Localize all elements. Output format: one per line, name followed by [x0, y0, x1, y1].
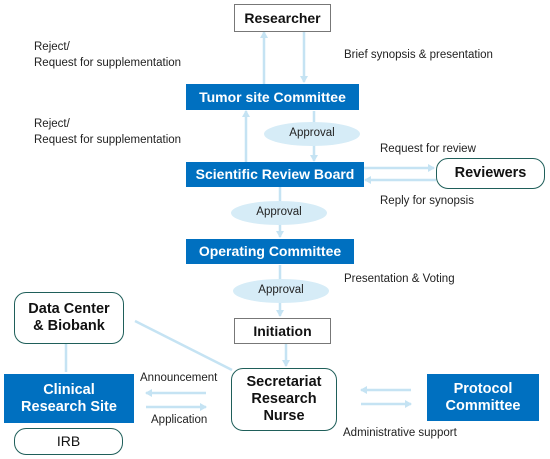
- protocol-line2: Committee: [445, 397, 521, 414]
- approval-oval-1: Approval: [264, 122, 360, 146]
- scientific-review-board-node: Scientific Review Board: [186, 162, 364, 187]
- clinical-line1: Clinical: [43, 381, 95, 398]
- approval-label-2: Approval: [256, 206, 302, 219]
- reject-label-2-line2: Request for supplementation: [34, 133, 182, 146]
- protocol-committee-node: Protocol Committee: [427, 374, 539, 421]
- protocol-line1: Protocol: [453, 380, 513, 397]
- reject-label-2: Reject/ Request for supplementation: [34, 117, 181, 148]
- initiation-label: Initiation: [253, 322, 312, 339]
- operating-committee-label: Operating Committee: [198, 243, 342, 260]
- reviewers-node: Reviewers: [436, 158, 545, 189]
- data-center-biobank-node: Data Center & Biobank: [14, 292, 124, 344]
- initiation-node: Initiation: [234, 318, 331, 344]
- researcher-node: Researcher: [234, 4, 331, 32]
- secretariat-line1: Secretariat: [246, 374, 322, 391]
- reject-label-1-line1: Reject/: [34, 41, 70, 53]
- presentation-voting-label: Presentation & Voting: [344, 273, 455, 285]
- data-center-line1: Data Center: [28, 301, 110, 318]
- reject-label-1-line2: Request for supplementation: [34, 56, 182, 69]
- clinical-line2: Research Site: [21, 398, 117, 415]
- secretariat-line2: Research: [251, 391, 317, 408]
- reviewers-label: Reviewers: [454, 165, 527, 182]
- secretariat-line3: Nurse: [263, 407, 305, 424]
- administrative-support-label: Administrative support: [343, 427, 457, 439]
- data-center-line2: & Biobank: [33, 318, 105, 334]
- approval-label-1: Approval: [289, 127, 335, 140]
- operating-committee-node: Operating Committee: [186, 239, 354, 264]
- reject-label-2-line1: Reject/: [34, 118, 70, 130]
- reply-for-synopsis-label: Reply for synopsis: [380, 195, 474, 207]
- approval-oval-2: Approval: [231, 201, 327, 225]
- request-for-review-label: Request for review: [380, 143, 476, 155]
- approval-oval-3: Approval: [233, 279, 329, 303]
- tumor-site-committee-label: Tumor site Committee: [199, 88, 346, 105]
- scientific-review-board-label: Scientific Review Board: [195, 166, 355, 183]
- announcement-label: Announcement: [140, 372, 218, 384]
- tumor-site-committee-node: Tumor site Committee: [186, 84, 359, 110]
- irb-label: IRB: [56, 433, 81, 450]
- secretariat-research-nurse-node: Secretariat Research Nurse: [231, 368, 337, 431]
- reject-label-1: Reject/ Request for supplementation: [34, 40, 181, 71]
- researcher-label: Researcher: [244, 9, 321, 26]
- approval-label-3: Approval: [258, 284, 304, 297]
- clinical-research-site-node: Clinical Research Site: [4, 374, 134, 423]
- brief-synopsis-label: Brief synopsis & presentation: [344, 49, 493, 61]
- application-label: Application: [151, 414, 208, 426]
- irb-node: IRB: [14, 428, 123, 455]
- line-datacenter-to-secretariat: [134, 319, 233, 372]
